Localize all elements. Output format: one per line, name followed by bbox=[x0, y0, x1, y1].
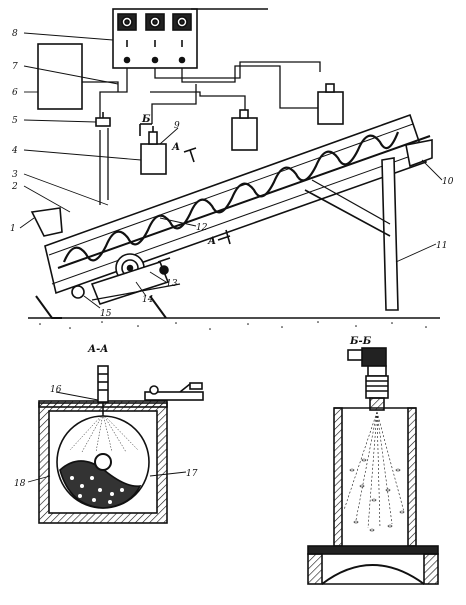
supply-piping bbox=[82, 61, 331, 205]
section-mark-a-upper: А bbox=[171, 142, 180, 153]
section-mark-b: Б bbox=[141, 114, 151, 125]
bb-elbow-pipe bbox=[347, 347, 389, 411]
solution-tank bbox=[37, 43, 83, 110]
valve bbox=[95, 112, 111, 127]
section-marker-a-lower bbox=[217, 229, 231, 245]
label-18: 18 bbox=[14, 479, 26, 489]
aa-shaft bbox=[94, 453, 112, 471]
label-12: 12 bbox=[196, 223, 208, 233]
bb-base-flange bbox=[307, 545, 439, 555]
label-9: 9 bbox=[174, 121, 180, 131]
bb-vessel-wall-left bbox=[333, 407, 343, 547]
numeric-labels: 8 7 6 5 9 4 3 2 1 10 11 12 13 14 15 16 1… bbox=[10, 29, 454, 489]
ground-stipple bbox=[39, 321, 427, 330]
aa-nozzle bbox=[97, 365, 109, 414]
support-leg-11 bbox=[381, 157, 399, 311]
label-4: 4 bbox=[11, 146, 18, 156]
label-5: 5 bbox=[12, 116, 18, 126]
electric-motor bbox=[90, 261, 170, 305]
screw-shaft bbox=[57, 135, 431, 269]
main-assembly bbox=[19, 8, 443, 330]
spray-head-1 bbox=[140, 126, 167, 175]
aa-lid-latch bbox=[144, 382, 204, 401]
section-a-a bbox=[27, 365, 204, 524]
section-marker-b bbox=[139, 123, 152, 136]
bb-vessel-wall-right bbox=[407, 407, 417, 547]
label-10: 10 bbox=[442, 177, 454, 187]
screw-auger bbox=[62, 131, 400, 263]
aa-granules bbox=[70, 476, 124, 504]
bb-droplets bbox=[349, 458, 405, 532]
valve-dial-3 bbox=[172, 13, 192, 31]
section-labels: Б А А А-А Б-Б bbox=[87, 114, 372, 355]
label-17: 17 bbox=[186, 469, 198, 479]
spray-head-2 bbox=[231, 109, 258, 151]
label-11: 11 bbox=[436, 241, 447, 251]
valve-dial-2 bbox=[145, 13, 165, 31]
bb-spray-fan bbox=[343, 411, 405, 529]
section-title-aa: А-А bbox=[87, 344, 108, 355]
bb-drum-arc bbox=[321, 564, 425, 585]
label-3: 3 bbox=[12, 170, 18, 180]
section-mark-a-lower: А bbox=[207, 236, 216, 247]
control-panel bbox=[112, 8, 268, 69]
drive-unit bbox=[71, 253, 181, 305]
label-15: 15 bbox=[100, 309, 112, 319]
section-marker-a-upper bbox=[183, 147, 197, 163]
spray-head-3 bbox=[317, 83, 344, 125]
label-7: 7 bbox=[12, 62, 18, 72]
label-16: 16 bbox=[50, 385, 62, 395]
conveyor-housing bbox=[30, 113, 433, 295]
label-6: 6 bbox=[12, 88, 18, 98]
leader-lines bbox=[19, 32, 443, 309]
section-b-b bbox=[307, 347, 439, 585]
aa-spray bbox=[69, 413, 139, 453]
label-14: 14 bbox=[142, 295, 154, 305]
label-8: 8 bbox=[12, 29, 18, 39]
label-2: 2 bbox=[11, 182, 18, 192]
valve-dial-1 bbox=[117, 13, 137, 31]
section-title-bb: Б-Б bbox=[349, 336, 372, 347]
label-1: 1 bbox=[10, 224, 16, 234]
label-13: 13 bbox=[166, 279, 178, 289]
